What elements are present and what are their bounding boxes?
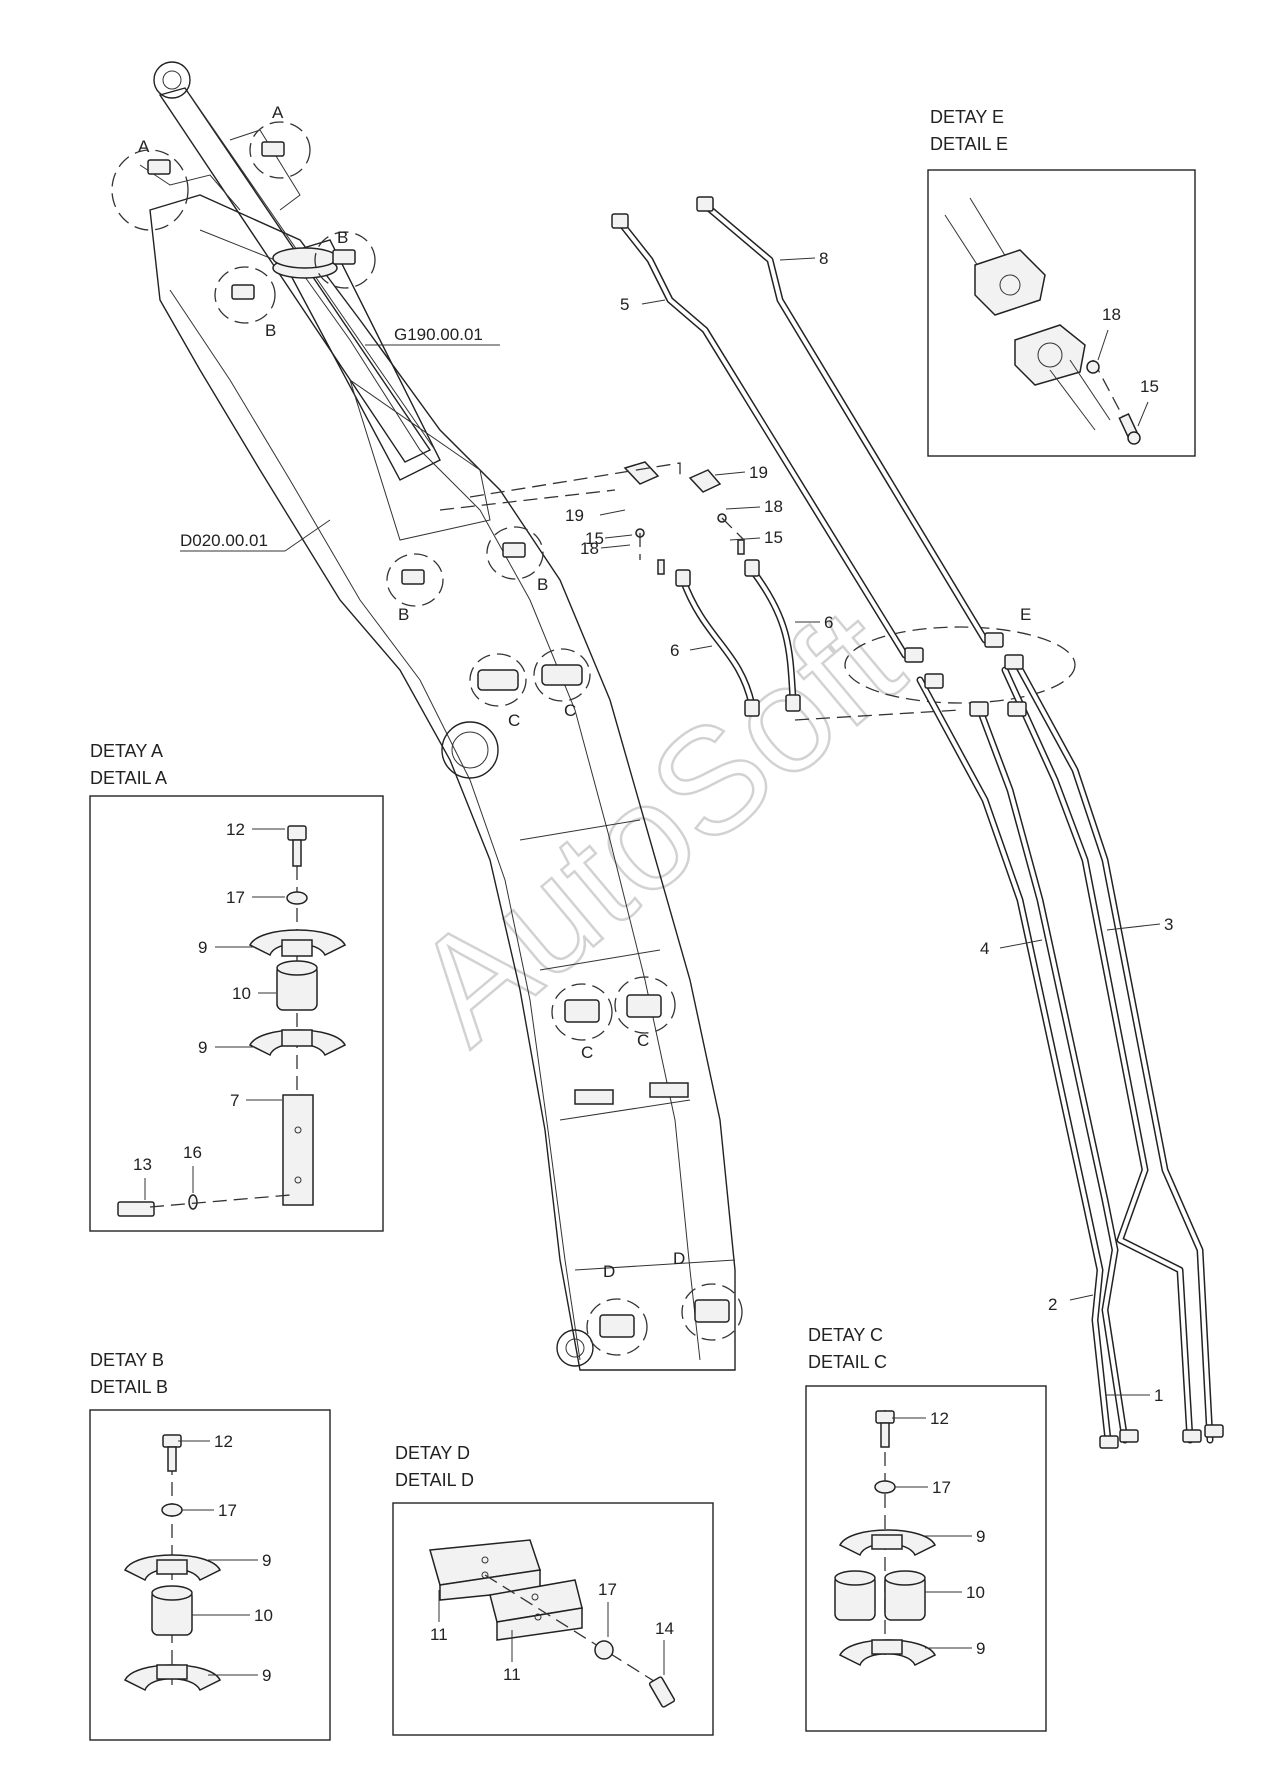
callout-15-right: 15 [764, 528, 783, 547]
boom-structure [139, 61, 736, 1371]
detail-a-callout-7: 7 [230, 1091, 239, 1110]
detail-b-callout-9-bottom: 9 [262, 1666, 271, 1685]
connection-lines [439, 462, 961, 721]
circle-label-d-2: D [673, 1249, 685, 1268]
circle-label-b-2: B [265, 321, 276, 340]
callout-15-left: 15 [585, 529, 604, 548]
detail-c-callout-10: 10 [966, 1583, 985, 1602]
detail-d-callout-11-right: 11 [503, 1665, 521, 1684]
detail-a-callout-10: 10 [232, 984, 251, 1003]
detail-d-title-tr: DETAY D [395, 1443, 470, 1463]
callout-3: 3 [1164, 915, 1173, 934]
detail-c-callout-9-bottom: 9 [976, 1639, 985, 1658]
detail-b-callout-17: 17 [218, 1501, 237, 1520]
callout-19-left: 19 [565, 506, 584, 525]
detail-a-callout-9-top: 9 [198, 938, 207, 957]
circle-label-b-1: B [337, 228, 348, 247]
circle-label-e: E [1020, 605, 1031, 624]
detail-c-box: 12 17 9 10 9 [805, 1385, 1047, 1732]
detail-e-callout-15: 15 [1140, 377, 1159, 396]
cylinder-reference-label: G190.00.01 [394, 325, 483, 344]
detail-d-callout-17: 17 [598, 1580, 617, 1599]
circle-label-b-4: B [398, 605, 409, 624]
callout-6-left: 6 [670, 641, 679, 660]
callout-6-right: 6 [824, 613, 833, 632]
boom-clamps [147, 141, 730, 1338]
detail-e-callout-18: 18 [1102, 305, 1121, 324]
detail-b-callout-9-top: 9 [262, 1551, 271, 1570]
detail-a-callout-17: 17 [226, 888, 245, 907]
detail-a-callout-12: 12 [226, 820, 245, 839]
line-flanges [611, 196, 1224, 1449]
boom-reference-label: D020.00.01 [180, 531, 268, 550]
hydraulic-lines [616, 201, 1214, 1444]
detail-a-title-tr: DETAY A [90, 741, 163, 761]
detail-a-callout-13: 13 [133, 1155, 152, 1174]
detail-b-title-tr: DETAY B [90, 1350, 164, 1370]
detail-circles [111, 121, 1076, 1356]
detail-c-callout-12: 12 [930, 1409, 949, 1428]
detail-d-title-en: DETAIL D [395, 1470, 474, 1490]
circle-label-d-1: D [603, 1262, 615, 1281]
callout-5: 5 [620, 295, 629, 314]
circle-label-c-3: C [581, 1043, 593, 1062]
detail-e-title-tr: DETAY E [930, 107, 1004, 127]
detail-c-callout-17: 17 [932, 1478, 951, 1497]
callout-19-right: 19 [749, 463, 768, 482]
callout-18-right: 18 [764, 497, 783, 516]
detail-d-callout-11-left: 11 [430, 1625, 448, 1644]
detail-a-callout-9-bottom: 9 [198, 1038, 207, 1057]
detail-d-box: 11 11 17 14 [392, 1502, 714, 1736]
detail-d-callout-14: 14 [655, 1619, 674, 1638]
circle-label-c-1: C [508, 711, 520, 730]
detail-c-callout-9-top: 9 [976, 1527, 985, 1546]
callout-4: 4 [980, 939, 989, 958]
detail-b-box: 12 17 9 10 9 [89, 1409, 331, 1741]
detail-c-title-en: DETAIL C [808, 1352, 887, 1372]
detail-a-title-en: DETAIL A [90, 768, 167, 788]
callout-1: 1 [1154, 1386, 1163, 1405]
circle-label-c-2: C [564, 701, 576, 720]
detail-a-box: 12 17 9 10 9 7 13 16 [89, 795, 384, 1232]
callout-2: 2 [1048, 1295, 1057, 1314]
callout-8: 8 [819, 249, 828, 268]
detail-b-callout-10: 10 [254, 1606, 273, 1625]
callout-18-left: 18 [580, 539, 599, 558]
detail-b-callout-12: 12 [214, 1432, 233, 1451]
main-callouts: 1 2 3 4 5 6 6 8 15 15 18 18 19 19 [565, 249, 1173, 1405]
circle-label-a-2: A [272, 103, 284, 122]
detail-c-title-tr: DETAY C [808, 1325, 883, 1345]
detail-e-box: 18 15 [927, 169, 1196, 457]
detail-b-title-en: DETAIL B [90, 1377, 168, 1397]
detail-e-title-en: DETAIL E [930, 134, 1008, 154]
circle-label-b-3: B [537, 575, 548, 594]
detail-a-callout-16: 16 [183, 1143, 202, 1162]
circle-label-c-4: C [637, 1031, 649, 1050]
circle-label-a-1: A [138, 137, 150, 156]
